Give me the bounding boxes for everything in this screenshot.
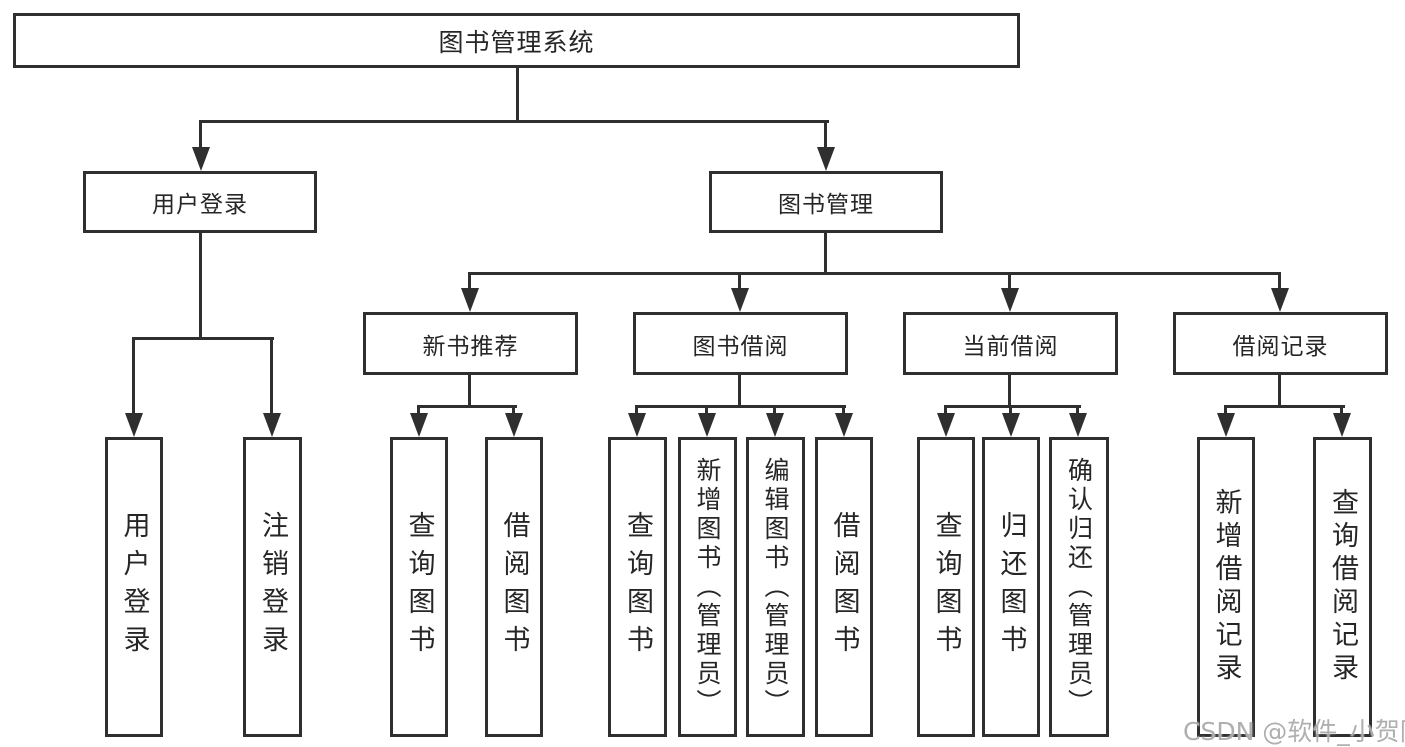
leaf-add-borrow-record: 新增借阅记录	[1197, 437, 1255, 737]
connector-line	[738, 375, 741, 408]
arrow-down-icon	[505, 413, 523, 437]
arrow-down-icon	[698, 413, 716, 437]
arrow-down-icon	[1002, 413, 1020, 437]
node-label: 查询借阅记录	[1327, 488, 1358, 686]
connector-line	[1009, 405, 1012, 415]
node-current-borrowing: 当前借阅	[903, 312, 1118, 375]
arrow-down-icon	[1271, 288, 1289, 312]
node-label: 注销登录	[257, 511, 288, 663]
arrow-down-icon	[628, 413, 646, 437]
arrow-down-icon	[410, 413, 428, 437]
node-label: 查询图书	[930, 511, 962, 663]
arrow-down-icon	[1333, 413, 1351, 437]
connector-line	[1076, 405, 1079, 415]
connector-line	[468, 272, 471, 290]
node-library-management-system: 图书管理系统	[13, 13, 1020, 68]
connector-line	[1008, 272, 1011, 290]
node-label: 归还图书	[995, 511, 1027, 663]
arrow-down-icon	[731, 288, 749, 312]
arrow-down-icon	[125, 413, 143, 437]
csdn-watermark: CSDN @软件_小贺同学	[1183, 717, 1405, 746]
connector-line	[468, 375, 471, 408]
node-label: 用户登录	[152, 192, 248, 218]
connector-line	[417, 405, 517, 408]
connector-line	[635, 405, 638, 415]
connector-line	[468, 272, 1281, 275]
connector-line	[199, 120, 202, 150]
node-new-book-recommend: 新书推荐	[363, 312, 578, 375]
node-book-borrowing: 图书借阅	[633, 312, 848, 375]
arrow-down-icon	[835, 413, 853, 437]
connector-line	[1224, 405, 1227, 415]
node-label: 查询图书	[403, 511, 435, 663]
node-label: 当前借阅	[962, 333, 1059, 360]
node-label: 借阅记录	[1232, 333, 1329, 360]
leaf-borrow-books-recommend: 借阅图书	[485, 437, 543, 737]
node-label: 借阅图书	[498, 511, 530, 663]
arrow-down-icon	[1001, 288, 1019, 312]
arrow-down-icon	[937, 413, 955, 437]
node-borrowing-records: 借阅记录	[1173, 312, 1388, 375]
leaf-return-books: 归还图书	[982, 437, 1040, 737]
connector-line	[132, 337, 135, 414]
leaf-query-books-recommend: 查询图书	[390, 437, 448, 737]
connector-line	[1340, 405, 1343, 415]
connector-line	[132, 337, 274, 340]
leaf-query-books-borrowing: 查询图书	[608, 437, 667, 737]
node-label: 新增借阅记录	[1210, 488, 1242, 686]
node-label: 借阅图书	[828, 511, 860, 663]
leaf-query-borrow-record: 查询借阅记录	[1313, 437, 1372, 737]
leaf-query-books-current: 查询图书	[917, 437, 975, 737]
connector-line	[1008, 375, 1011, 408]
connector-line	[824, 120, 827, 150]
connector-line	[270, 337, 273, 414]
connector-line	[773, 405, 776, 415]
node-label: 图书管理系统	[438, 27, 595, 57]
leaf-logout: 注销登录	[243, 437, 302, 737]
node-label: 新增图书（管理员）	[693, 456, 722, 718]
connector-line	[738, 272, 741, 290]
node-label: 图书借阅	[692, 333, 789, 360]
node-book-management: 图书管理	[709, 171, 943, 233]
arrow-down-icon	[766, 413, 784, 437]
connector-line	[842, 405, 845, 415]
connector-line	[635, 405, 846, 408]
connector-line	[1278, 375, 1281, 408]
connector-line	[417, 405, 420, 415]
arrow-down-icon	[263, 413, 281, 437]
connector-line	[199, 120, 829, 123]
leaf-borrow-books-borrowing: 借阅图书	[815, 437, 873, 737]
leaf-edit-books-admin: 编辑图书（管理员）	[746, 437, 805, 737]
arrow-down-icon	[817, 147, 835, 171]
node-label: 用户登录	[118, 511, 150, 663]
connector-line	[512, 405, 515, 415]
arrow-down-icon	[192, 147, 210, 171]
arrow-down-icon	[461, 288, 479, 312]
arrow-down-icon	[1069, 413, 1087, 437]
node-label: 确认归还（管理员）	[1064, 456, 1094, 718]
arrow-down-icon	[1217, 413, 1235, 437]
leaf-user-login: 用户登录	[105, 437, 163, 737]
connector-line	[944, 405, 1081, 408]
connector-line	[944, 405, 947, 415]
node-label: 图书管理	[778, 192, 874, 218]
node-label: 查询图书	[622, 511, 653, 663]
connector-line	[516, 68, 519, 122]
connector-line	[1224, 405, 1345, 408]
connector-line	[824, 233, 827, 275]
node-label: 编辑图书（管理员）	[761, 456, 790, 718]
node-label: 新书推荐	[422, 333, 519, 360]
connector-line	[199, 233, 202, 337]
node-user-login: 用户登录	[83, 171, 317, 233]
connector-line	[705, 405, 708, 415]
leaf-confirm-return-admin: 确认归还（管理员）	[1049, 437, 1109, 737]
connector-line	[1278, 272, 1281, 290]
leaf-add-books-admin: 新增图书（管理员）	[678, 437, 737, 737]
